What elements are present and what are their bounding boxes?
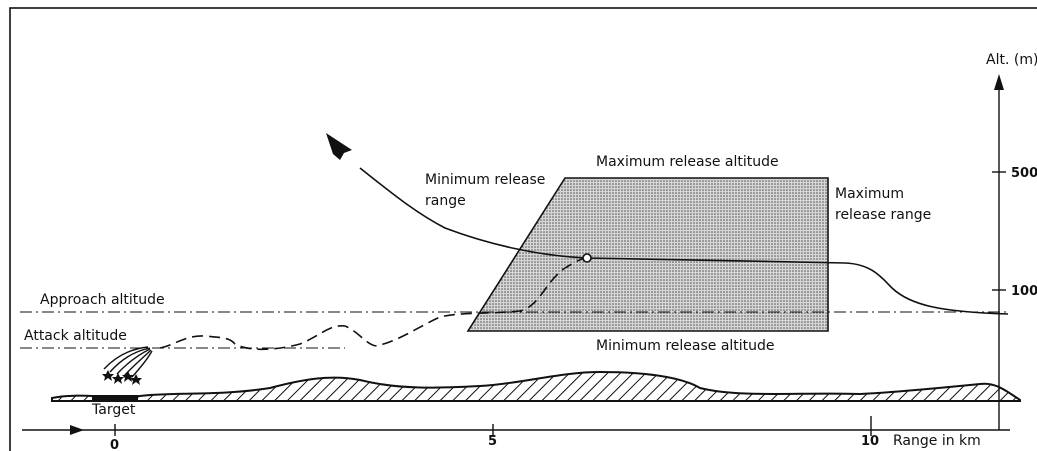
altitude-axis-arrow-icon — [994, 74, 1004, 90]
min-release-range-label-line2: range — [425, 193, 466, 209]
aircraft-flight-path — [359, 167, 1009, 315]
range-axis-arrow-icon — [70, 425, 84, 435]
min-release-altitude-label: Minimum release altitude — [596, 338, 775, 354]
target-label: Target — [91, 402, 136, 418]
altitude-axis-label: Alt. (m) — [986, 52, 1037, 68]
impact-stars — [102, 370, 142, 385]
release-zone — [466, 177, 829, 332]
submunition-burst-icon — [103, 346, 153, 378]
approach-altitude-label: Approach altitude — [40, 292, 165, 308]
release-point — [582, 253, 592, 263]
max-release-range-label-line1: Maximum — [835, 186, 904, 202]
terrain — [51, 370, 1021, 402]
frame — [9, 7, 1037, 451]
weapon-trajectory — [159, 257, 588, 351]
alt-tick-label-100: 100 — [1011, 284, 1037, 299]
max-release-altitude-label: Maximum release altitude — [596, 154, 779, 170]
aircraft-icon — [326, 133, 352, 160]
range-tick-label-0: 0 — [110, 438, 119, 451]
alt-tick-label-500: 500 — [1011, 166, 1037, 181]
attack-altitude-label: Attack altitude — [24, 328, 127, 344]
min-release-range-label-line1: Minimum release — [425, 172, 545, 188]
max-release-range-label-line2: release range — [835, 207, 931, 223]
range-tick-label-10: 10 — [861, 434, 879, 449]
range-tick-label-5: 5 — [488, 434, 497, 449]
target-marker — [92, 395, 138, 400]
range-axis-label: Range in km — [893, 433, 981, 449]
